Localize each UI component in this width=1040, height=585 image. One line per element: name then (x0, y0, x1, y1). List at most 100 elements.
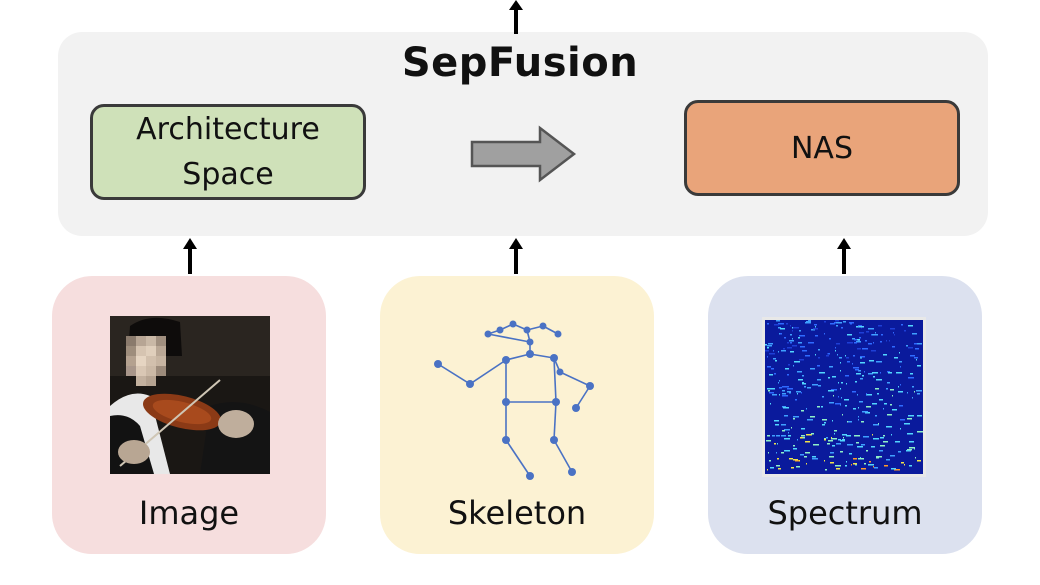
spectrogram-bin (861, 327, 862, 329)
spectrogram-bin (812, 384, 818, 386)
spectrogram-bin (803, 437, 805, 439)
spectrogram-bin (780, 333, 782, 335)
spectrogram-bin (840, 370, 841, 372)
spectrogram-bin (778, 323, 784, 325)
spectrogram-bin (868, 343, 872, 345)
spectrogram-bin (814, 324, 817, 326)
spectrogram-bin (887, 414, 892, 416)
spectrogram-bin (838, 382, 839, 384)
spectrogram-bin (880, 445, 885, 447)
spectrogram-bin (832, 445, 835, 447)
spectrogram-bin (769, 353, 775, 355)
spectrogram-bin (769, 374, 773, 376)
spectrogram-bin (772, 394, 777, 396)
spectrogram-bin (853, 355, 855, 357)
spectrogram-bin (835, 320, 839, 322)
spectrogram-bin (853, 458, 857, 460)
spectrogram-bin (839, 357, 842, 359)
spectrogram-bin (873, 342, 874, 344)
spectrogram-bin (773, 388, 775, 390)
spectrogram-bin (914, 357, 918, 359)
spectrogram-bin (844, 434, 847, 436)
spectrogram-bin (785, 368, 789, 370)
spectrogram-bin (800, 346, 805, 348)
spectrogram-bin (830, 462, 834, 464)
spectrogram-bin (917, 343, 922, 345)
spectrogram-bin (777, 458, 779, 460)
spectrogram-bin (768, 390, 770, 392)
spectrogram-bin (782, 430, 785, 432)
spectrogram-bin (845, 375, 849, 377)
spectrogram-bin (830, 452, 834, 454)
spectrogram-bin (838, 439, 841, 441)
spectrogram-bin (776, 452, 777, 454)
spectrogram-bin (783, 407, 789, 409)
spectrogram-bin (840, 362, 841, 364)
spectrogram-bin (887, 382, 890, 384)
spectrogram-bin (774, 373, 776, 375)
spectrogram-bin (845, 465, 847, 467)
spectrogram-bin (842, 434, 844, 436)
spectrogram-bin (842, 439, 845, 441)
spectrogram-bin (796, 391, 801, 393)
spectrogram-bin (767, 345, 772, 347)
spectrogram-bin (788, 364, 790, 366)
nas-box: NAS (684, 100, 960, 196)
spectrogram-bin (791, 427, 792, 429)
spectrogram-bin (824, 422, 826, 424)
spectrogram-bin (858, 370, 861, 372)
spectrogram-bin (887, 371, 890, 373)
spectrogram-bin (813, 444, 819, 446)
spectrogram-bin (861, 332, 864, 334)
spectrogram-bin (810, 368, 815, 370)
spectrogram-bin (855, 381, 857, 383)
spectrogram-bin (831, 389, 837, 391)
skeleton-joints (434, 320, 594, 480)
spectrogram-bin (872, 403, 877, 405)
spectrogram-bin (843, 437, 844, 439)
spectrogram-bin (900, 384, 901, 386)
spectrogram-bin (855, 369, 859, 371)
spectrogram-bin (802, 350, 807, 352)
spectrogram-bin (828, 353, 830, 355)
spectrogram-bin (824, 333, 825, 335)
spectrogram-bin (912, 386, 914, 388)
spectrogram-bin (872, 434, 873, 436)
spectrogram-bin (876, 456, 882, 458)
spectrogram-bin (862, 411, 868, 413)
spectrogram-bin (880, 437, 884, 439)
spectrogram-bin (824, 321, 826, 323)
spectrogram-bin (824, 460, 825, 462)
spectrogram-bin (914, 448, 915, 450)
spectrogram-bin (886, 340, 887, 342)
spectrogram-bin (798, 337, 800, 339)
spectrogram-bin (841, 382, 843, 384)
spectrogram-bin (873, 466, 874, 468)
architecture-box-line1: Architecture (136, 112, 320, 147)
spectrogram-bin (817, 406, 820, 408)
spectrogram-bin (798, 379, 803, 381)
spectrogram-bin (861, 421, 864, 423)
spectrogram-bin (781, 452, 784, 454)
spectrogram-bin (828, 390, 834, 392)
spectrogram-bin (865, 340, 867, 342)
spectrogram-bin (784, 438, 790, 440)
spectrogram-bin (906, 450, 911, 452)
spectrogram-bin (782, 386, 783, 388)
spectrogram-bin (855, 339, 860, 341)
spectrogram-bin (859, 332, 862, 334)
spectrogram-bin (880, 341, 882, 343)
spectrogram-bin (789, 392, 791, 394)
spectrogram-bin (857, 446, 863, 448)
spectrogram-bin (805, 441, 810, 443)
spectrogram-bin (907, 392, 908, 394)
spectrogram-bin (904, 330, 906, 332)
spectrogram-bin (838, 396, 839, 398)
spectrogram-bin (873, 438, 879, 440)
architecture-box-line2: Space (182, 157, 274, 192)
spectrogram-bin (906, 345, 908, 347)
spectrogram-bin (899, 405, 903, 407)
gray-block-arrow (470, 125, 577, 183)
spectrogram-bin (890, 404, 892, 406)
